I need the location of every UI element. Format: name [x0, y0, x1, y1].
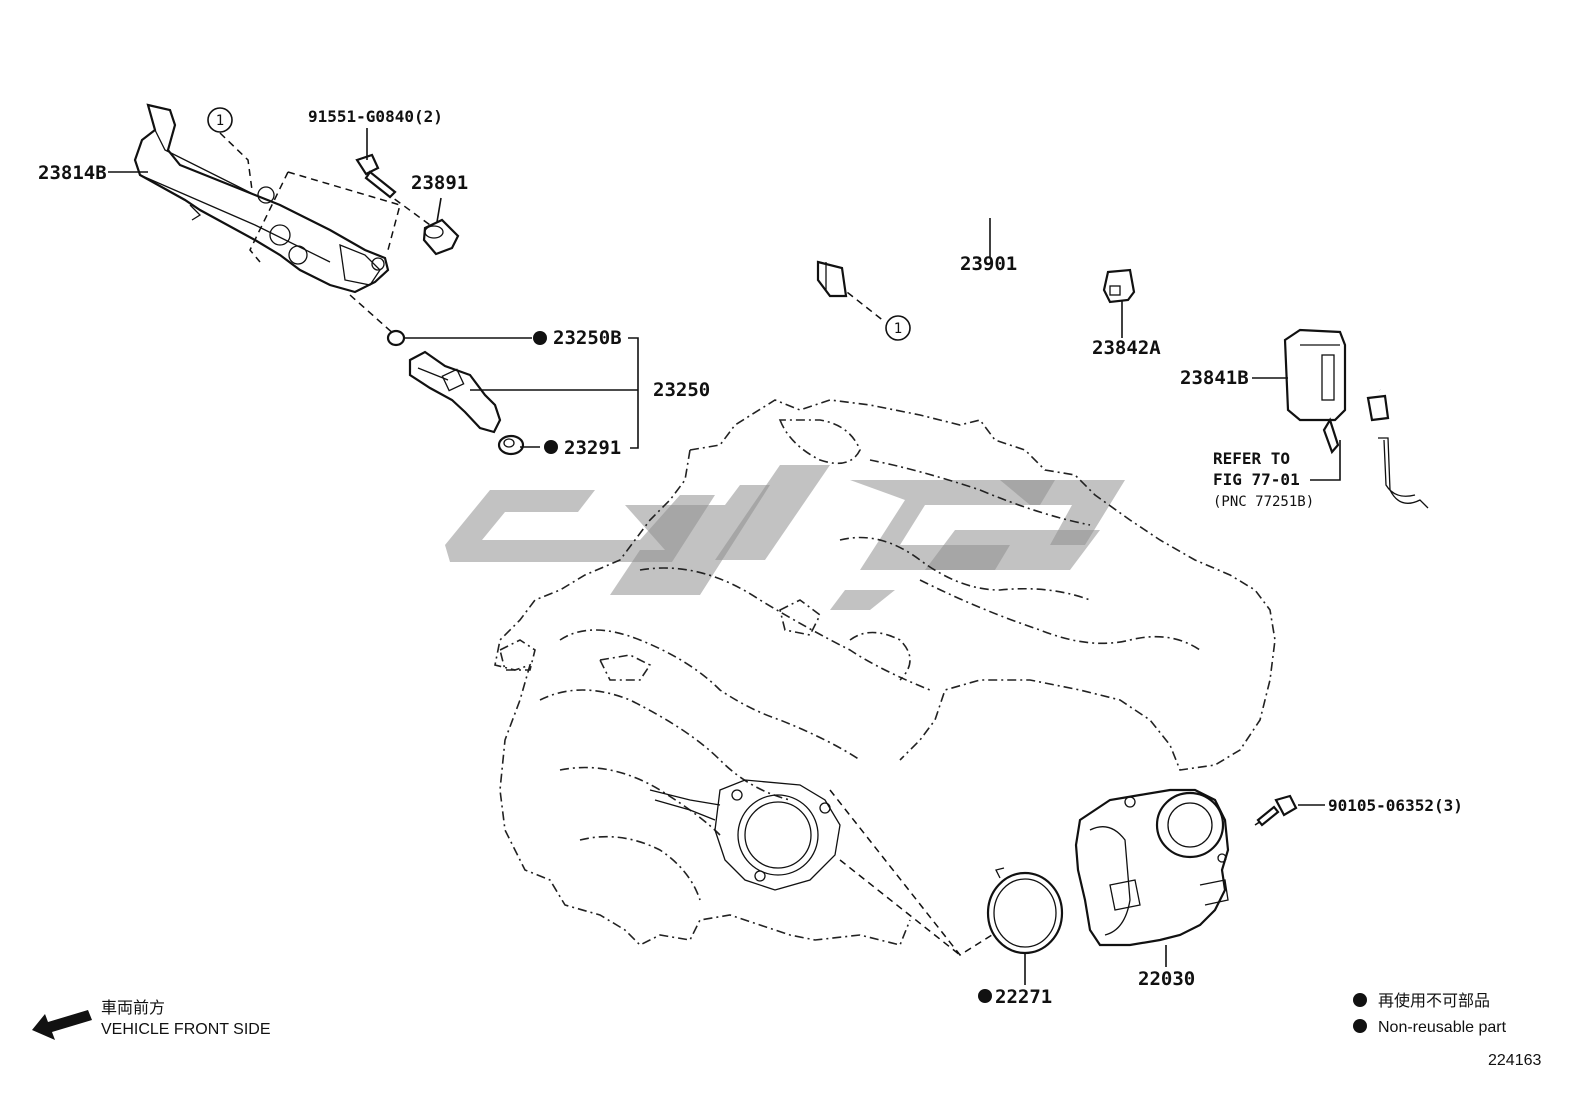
label-22030: 22030 [1138, 968, 1195, 990]
label-23814b: 23814B [38, 162, 107, 184]
gasket-22271-part [986, 867, 1064, 955]
insulator-23291-part [497, 434, 525, 456]
refer-line-3: (PNC 77251B) [1213, 494, 1314, 510]
nonreusable-dot-icon [533, 331, 547, 345]
nonreusable-legend: 再使用不可部品 Non-reusable part [1353, 992, 1507, 1036]
intake-manifold-outline [494, 399, 1276, 946]
label-22271: 22271 [995, 986, 1052, 1008]
reference-marker-a: 1 [207, 107, 233, 133]
svg-text:1: 1 [894, 321, 902, 337]
clip-23842a-part [1102, 268, 1136, 304]
label-23250: 23250 [653, 379, 710, 401]
filled-dot-icon [1353, 993, 1367, 1007]
delivery-pipe-part [133, 103, 390, 294]
figure-number: 224163 [1488, 1052, 1541, 1069]
label-23841b: 23841B [1180, 367, 1249, 389]
nonreusable-en-text: Non-reusable part [1378, 1019, 1507, 1036]
bolt-90105-part [1256, 794, 1298, 827]
label-90105: 90105-06352(3) [1328, 796, 1463, 815]
hose-23901-part [816, 193, 1390, 422]
direction-en-text: VEHICLE FRONT SIDE [101, 1021, 271, 1038]
refer-line-1: REFER TO [1213, 449, 1290, 468]
bolt-91551-part [355, 153, 397, 199]
label-23891: 23891 [411, 172, 468, 194]
vsv-23841b-part [1283, 328, 1429, 509]
collar-23891-part [422, 218, 460, 256]
svg-text:1: 1 [216, 113, 224, 129]
throttle-body-22030-part [1074, 788, 1230, 947]
vehicle-front-legend: 車両前方 VEHICLE FRONT SIDE [32, 999, 271, 1040]
arrow-left-down-icon [32, 1010, 92, 1040]
dashed-leaders [219, 132, 1276, 956]
label-23901: 23901 [960, 253, 1017, 275]
injector-23250-part [408, 350, 502, 434]
direction-jp-text: 車両前方 [101, 999, 165, 1017]
nonreusable-dot-icon [978, 989, 992, 1003]
refer-line-2: FIG 77-01 [1213, 470, 1300, 489]
nonreusable-jp-text: 再使用不可部品 [1378, 992, 1490, 1010]
reference-marker-b: 1 [885, 315, 911, 341]
label-91551: 91551-G0840(2) [308, 107, 443, 126]
label-23250b: 23250B [553, 327, 622, 349]
label-23291: 23291 [564, 437, 621, 459]
nonreusable-dot-icon [544, 440, 558, 454]
leader-lines [108, 128, 1341, 985]
label-23842a: 23842A [1092, 337, 1161, 359]
filled-dot-icon [1353, 1019, 1367, 1033]
o-ring-23250b-part [386, 329, 406, 347]
